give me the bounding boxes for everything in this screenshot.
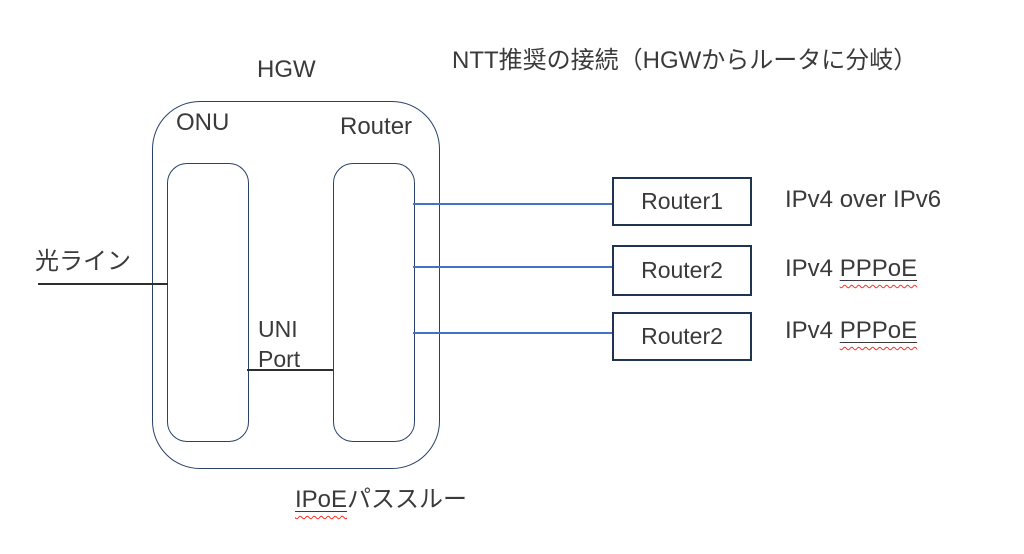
router1-box-label: Router1 xyxy=(641,188,723,214)
connector-router2 xyxy=(413,266,612,268)
router2-box-label: Router2 xyxy=(641,257,723,283)
router3-box: Router2 xyxy=(612,312,752,361)
hgw-label: HGW xyxy=(257,56,316,83)
connection-type-1-plain: IPv4 over IPv6 xyxy=(785,186,942,213)
connection-type-label-1: IPv4 over IPv6 xyxy=(785,186,941,214)
router3-box-label: Router2 xyxy=(641,323,723,349)
connector-router1 xyxy=(413,203,612,205)
uni-port-label-line1: UNI xyxy=(258,316,298,342)
connection-type-3-plain: IPv4 xyxy=(785,317,840,344)
optical-line-connector xyxy=(38,283,168,285)
onu-label: ONU xyxy=(176,109,230,136)
router-shape xyxy=(333,163,415,442)
ipoe-passthrough-rest: パススルー xyxy=(347,486,468,513)
uni-port-label-line2: Port xyxy=(258,346,301,372)
hgw-router-label: Router xyxy=(340,113,413,140)
uni-port-connector xyxy=(247,369,333,371)
hgw-outline-shape xyxy=(152,101,440,469)
connection-type-label-3: IPv4 PPPoE xyxy=(785,317,917,345)
connector-router3 xyxy=(413,332,612,334)
optical-line-label: 光ライン xyxy=(35,248,131,275)
connection-type-2-plain: IPv4 xyxy=(785,255,840,282)
ipoe-passthrough-underline: IPoE xyxy=(295,486,348,513)
connection-type-2-underline: PPPoE xyxy=(839,255,918,282)
router2-box: Router2 xyxy=(612,245,752,296)
connection-type-3-underline: PPPoE xyxy=(839,317,918,344)
onu-shape xyxy=(167,163,249,442)
router1-box: Router1 xyxy=(612,177,752,226)
ipoe-passthrough-label: IPoEパススルー xyxy=(295,479,467,514)
connection-type-label-2: IPv4 PPPoE xyxy=(785,255,917,283)
diagram-title: NTT推奨の接続（HGWからルータに分岐） xyxy=(452,47,918,74)
uni-port-label: UNI Port xyxy=(258,314,300,374)
